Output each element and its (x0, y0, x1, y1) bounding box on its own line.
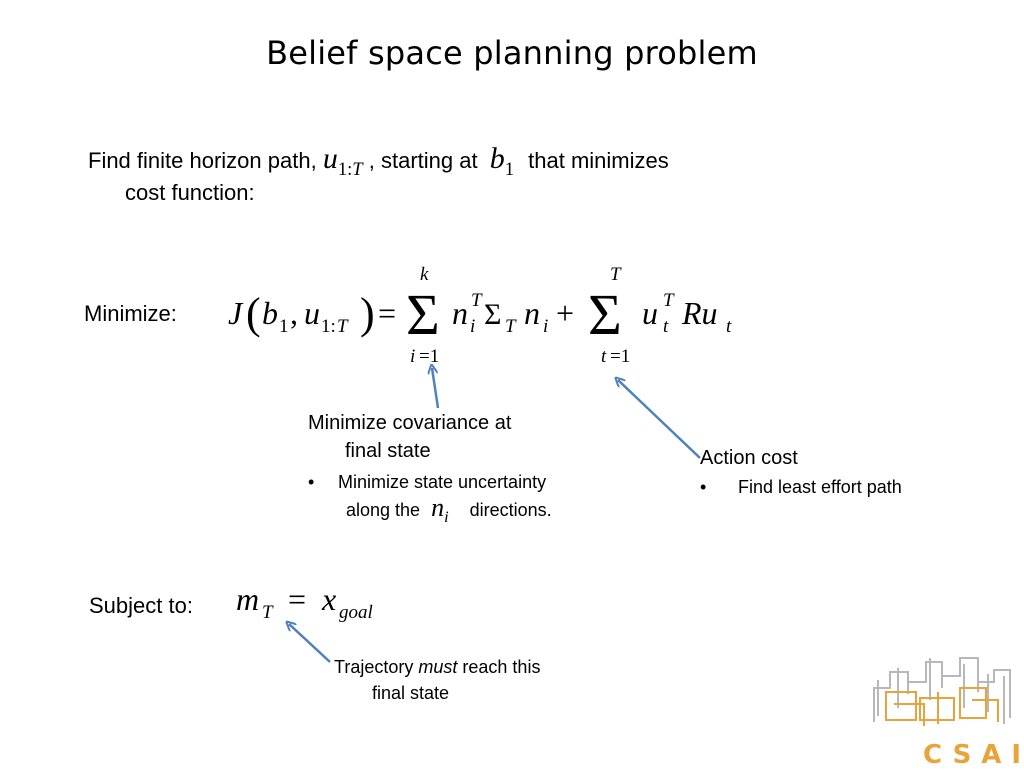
svg-text:i: i (410, 346, 415, 367)
svg-text:i: i (470, 316, 475, 337)
intro-text-a: Find finite horizon path, (88, 148, 317, 173)
svg-text:k: k (420, 264, 429, 285)
svg-text:,: , (290, 295, 298, 331)
trajectory-note: Trajectory must reach this final state (334, 654, 540, 706)
svg-text:t: t (663, 316, 669, 337)
covariance-note-heading: Minimize covariance at final state (308, 409, 511, 465)
intro-line-2: cost function: (125, 180, 255, 205)
svg-text:n: n (452, 295, 468, 331)
intro-line-1: Find finite horizon path, u1:T , startin… (88, 142, 848, 180)
svg-text:goal: goal (339, 602, 373, 623)
svg-text:+: + (556, 295, 574, 331)
covariance-note-line-1: Minimize covariance at (308, 412, 512, 434)
covariance-note-bullet: • Minimize state uncertainty along the ni… (308, 469, 552, 527)
trajectory-text-emphasis: must (418, 657, 458, 677)
constraint-equation: m T = x goal (236, 581, 373, 623)
svg-text:T: T (262, 602, 274, 623)
svg-text:Ru: Ru (681, 295, 718, 331)
slide-title: Belief space planning problem (266, 34, 758, 72)
covariance-bullet-line-2a: along the (346, 500, 421, 520)
bullet-dot: • (308, 472, 315, 492)
trajectory-text-a: Trajectory (334, 657, 414, 677)
bullet-dot: • (700, 477, 707, 497)
covariance-bullet-line-1: Minimize state uncertainty (338, 472, 547, 492)
svg-text:Σ: Σ (406, 282, 440, 347)
trajectory-text-b: reach this (462, 657, 541, 677)
svg-text:t: t (726, 316, 732, 337)
svg-text:Σ: Σ (588, 282, 622, 347)
svg-text:t: t (601, 346, 607, 367)
svg-text:u: u (304, 295, 320, 331)
action-cost-arrow (618, 380, 701, 459)
subject-to-label: Subject to: (89, 593, 193, 618)
action-cost-heading: Action cost (700, 447, 798, 469)
svg-text:): ) (360, 289, 375, 338)
svg-text:m: m (236, 581, 259, 617)
svg-text:u: u (642, 295, 658, 331)
svg-text:=: = (288, 581, 306, 617)
cost-function-equation: J ( b 1 , u 1: T ) = Σ k i =1 n T i Σ T … (228, 264, 732, 367)
csail-logo-icon (873, 657, 1011, 726)
trajectory-arrow (289, 624, 331, 663)
svg-text:1: 1 (279, 316, 289, 337)
svg-text:T: T (610, 264, 622, 285)
svg-text:T: T (337, 316, 349, 337)
svg-text:n: n (524, 295, 540, 331)
intro-text-c: that minimizes (528, 148, 669, 173)
svg-text:=1: =1 (610, 346, 630, 367)
minimize-label: Minimize: (84, 301, 177, 326)
covariance-note-line-2: final state (345, 440, 431, 462)
svg-text:b: b (262, 295, 278, 331)
svg-text:i: i (543, 316, 548, 337)
svg-text:J: J (228, 295, 244, 331)
intro-text-b: , starting at (368, 148, 478, 173)
svg-text:T: T (505, 316, 517, 337)
direction-symbol-ni: ni (431, 493, 449, 527)
svg-text:1:: 1: (321, 316, 336, 337)
svg-text:(: ( (246, 289, 261, 338)
svg-text:Σ: Σ (484, 298, 501, 331)
action-cost-bullet: • Find least effort path (700, 474, 902, 500)
covariance-bullet-line-2b: directions. (469, 500, 552, 520)
svg-text:x: x (321, 581, 336, 617)
svg-text:=1: =1 (419, 346, 439, 367)
start-symbol-b1: b1 (489, 142, 515, 180)
path-symbol-u1T: u1:T (322, 142, 363, 180)
csail-logo-text: CSAIL (923, 740, 1024, 770)
svg-text:=: = (378, 295, 396, 331)
covariance-arrow (432, 368, 440, 409)
action-cost-bullet-text: Find least effort path (738, 477, 902, 497)
svg-text:T: T (471, 290, 483, 311)
svg-text:T: T (663, 290, 675, 311)
trajectory-text-line-2: final state (372, 683, 450, 703)
